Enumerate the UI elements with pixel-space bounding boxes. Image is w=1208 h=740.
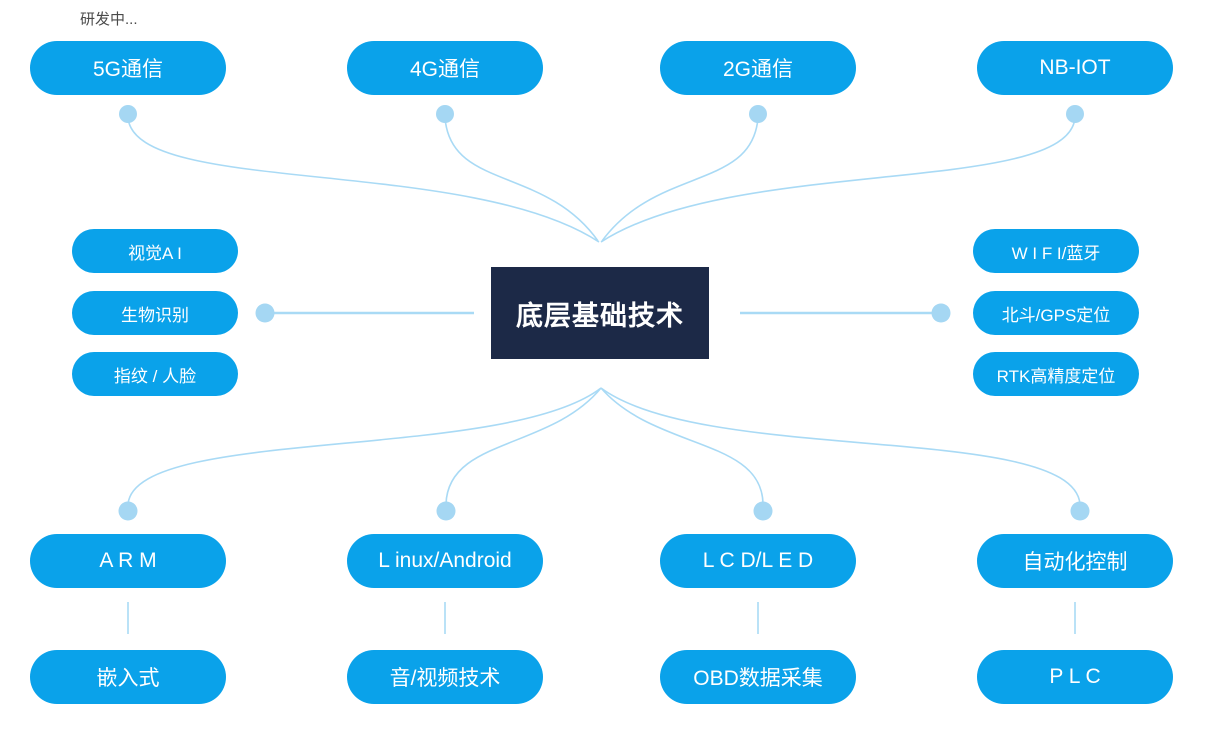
- node-biometric: 生物识别: [72, 291, 238, 335]
- node-visual-ai: 视觉A I: [72, 229, 238, 273]
- node-wifi-bluetooth: W I F I/蓝牙: [973, 229, 1139, 273]
- connector-curve-lcd: [600, 387, 764, 505]
- center-node-base-technology: 底层基础技术: [491, 267, 709, 359]
- node-nb-iot: NB-IOT: [977, 41, 1173, 95]
- connector-dot-arm: [118, 501, 138, 521]
- node-rtk-positioning: RTK高精度定位: [973, 352, 1139, 396]
- node-lcd-led: L C D/L E D: [660, 534, 856, 588]
- node-plc: P L C: [977, 650, 1173, 704]
- node-5g-comm: 5G通信: [30, 41, 226, 95]
- connector-curve-4g: [444, 117, 599, 242]
- connector-curve-5g: [127, 117, 600, 243]
- node-linux-android: L inux/Android: [347, 534, 543, 588]
- connector-curve-arm: [127, 387, 602, 505]
- connector-dot-automation: [1070, 501, 1090, 521]
- connector-curve-linux: [445, 387, 602, 505]
- connector-dot-2g: [749, 105, 767, 123]
- connector-dot-lcd: [753, 501, 773, 521]
- node-fingerprint-face: 指纹 / 人脸: [72, 352, 238, 396]
- connector-curve-nbiot: [600, 117, 1076, 243]
- connector-dot-nbiot: [1066, 105, 1084, 123]
- node-audio-video: 音/视频技术: [347, 650, 543, 704]
- node-2g-comm: 2G通信: [660, 41, 856, 95]
- node-embedded: 嵌入式: [30, 650, 226, 704]
- node-automation: 自动化控制: [977, 534, 1173, 588]
- rnd-status-label: 研发中...: [80, 11, 138, 28]
- node-arm: A R M: [30, 534, 226, 588]
- connector-dot-4g: [436, 105, 454, 123]
- connector-dot-5g: [119, 105, 137, 123]
- connector-curve-2g: [601, 117, 759, 242]
- node-obd-data: OBD数据采集: [660, 650, 856, 704]
- connector-dot-linux: [436, 501, 456, 521]
- connector-dot-right: [931, 303, 951, 323]
- node-beidou-gps: 北斗/GPS定位: [973, 291, 1139, 335]
- node-4g-comm: 4G通信: [347, 41, 543, 95]
- connector-curve-automation: [600, 387, 1081, 505]
- connector-dot-left: [255, 303, 275, 323]
